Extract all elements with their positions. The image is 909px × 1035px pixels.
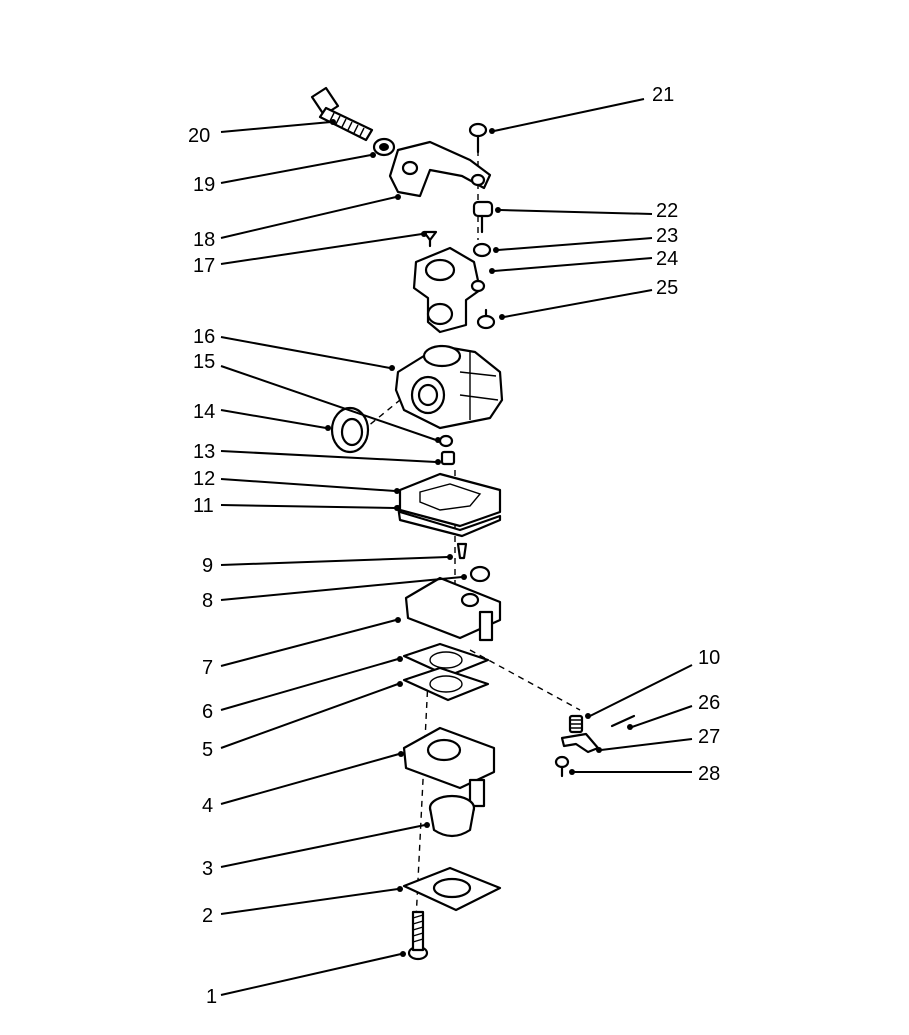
callout-7: 7 bbox=[202, 657, 213, 679]
part-2-flange bbox=[402, 866, 502, 912]
callout-17: 17 bbox=[193, 255, 215, 277]
callout-22: 22 bbox=[656, 200, 678, 222]
part-28-screw bbox=[554, 755, 570, 778]
part-25-screw bbox=[476, 308, 496, 330]
part-10-spring bbox=[568, 714, 584, 734]
callout-23: 23 bbox=[656, 225, 678, 247]
part-27-lever bbox=[560, 732, 600, 754]
leader-lines bbox=[220, 98, 693, 996]
part-14-seal bbox=[330, 406, 370, 454]
callout-14: 14 bbox=[193, 401, 215, 423]
part-4-pump-cover bbox=[402, 726, 496, 808]
callout-27: 27 bbox=[698, 726, 720, 748]
callout-6: 6 bbox=[202, 701, 213, 723]
callout-1: 1 bbox=[206, 986, 217, 1008]
part-24-throttle-body bbox=[412, 246, 486, 334]
part-3-primer-bulb bbox=[428, 794, 476, 838]
part-8-washer bbox=[469, 565, 491, 583]
callout-11: 11 bbox=[193, 495, 214, 517]
callout-18: 18 bbox=[193, 229, 215, 251]
callout-9: 9 bbox=[202, 555, 213, 577]
callout-5: 5 bbox=[202, 739, 213, 761]
callout-15: 15 bbox=[193, 351, 215, 373]
callout-24: 24 bbox=[656, 248, 678, 270]
callout-4: 4 bbox=[202, 795, 213, 817]
callout-25: 25 bbox=[656, 277, 678, 299]
part-21-screw bbox=[468, 122, 488, 154]
callout-16: 16 bbox=[193, 326, 215, 348]
part-7-pump-body bbox=[404, 576, 502, 642]
callout-28: 28 bbox=[698, 763, 720, 785]
callout-8: 8 bbox=[202, 590, 213, 612]
callout-19: 19 bbox=[193, 174, 215, 196]
callout-labels: 20 19 18 17 16 15 14 13 12 11 9 8 7 6 5 … bbox=[188, 84, 720, 1008]
part-22-screw bbox=[472, 200, 494, 234]
part-23-washer bbox=[472, 242, 492, 258]
callout-26: 26 bbox=[698, 692, 720, 714]
part-9-needle bbox=[456, 542, 468, 560]
part-20-adjusting-screw bbox=[310, 86, 374, 142]
part-26-pin bbox=[610, 714, 636, 728]
part-16-carburetor-body bbox=[394, 344, 504, 430]
part-19-nut bbox=[372, 137, 396, 157]
callout-13: 13 bbox=[193, 441, 215, 463]
part-5-diaphragm bbox=[402, 666, 490, 702]
part-11-diaphragm bbox=[396, 504, 502, 538]
callout-10: 10 bbox=[698, 647, 720, 669]
part-1-bolt bbox=[407, 910, 429, 961]
part-18-throttle-lever bbox=[388, 140, 492, 198]
parts-drawing bbox=[310, 86, 636, 961]
callout-2: 2 bbox=[202, 905, 213, 927]
callout-3: 3 bbox=[202, 858, 213, 880]
part-13-needle-seat bbox=[440, 450, 456, 466]
callout-20: 20 bbox=[188, 125, 210, 147]
callout-12: 12 bbox=[193, 468, 215, 490]
part-15-valve bbox=[438, 434, 454, 448]
callout-21: 21 bbox=[652, 84, 674, 106]
